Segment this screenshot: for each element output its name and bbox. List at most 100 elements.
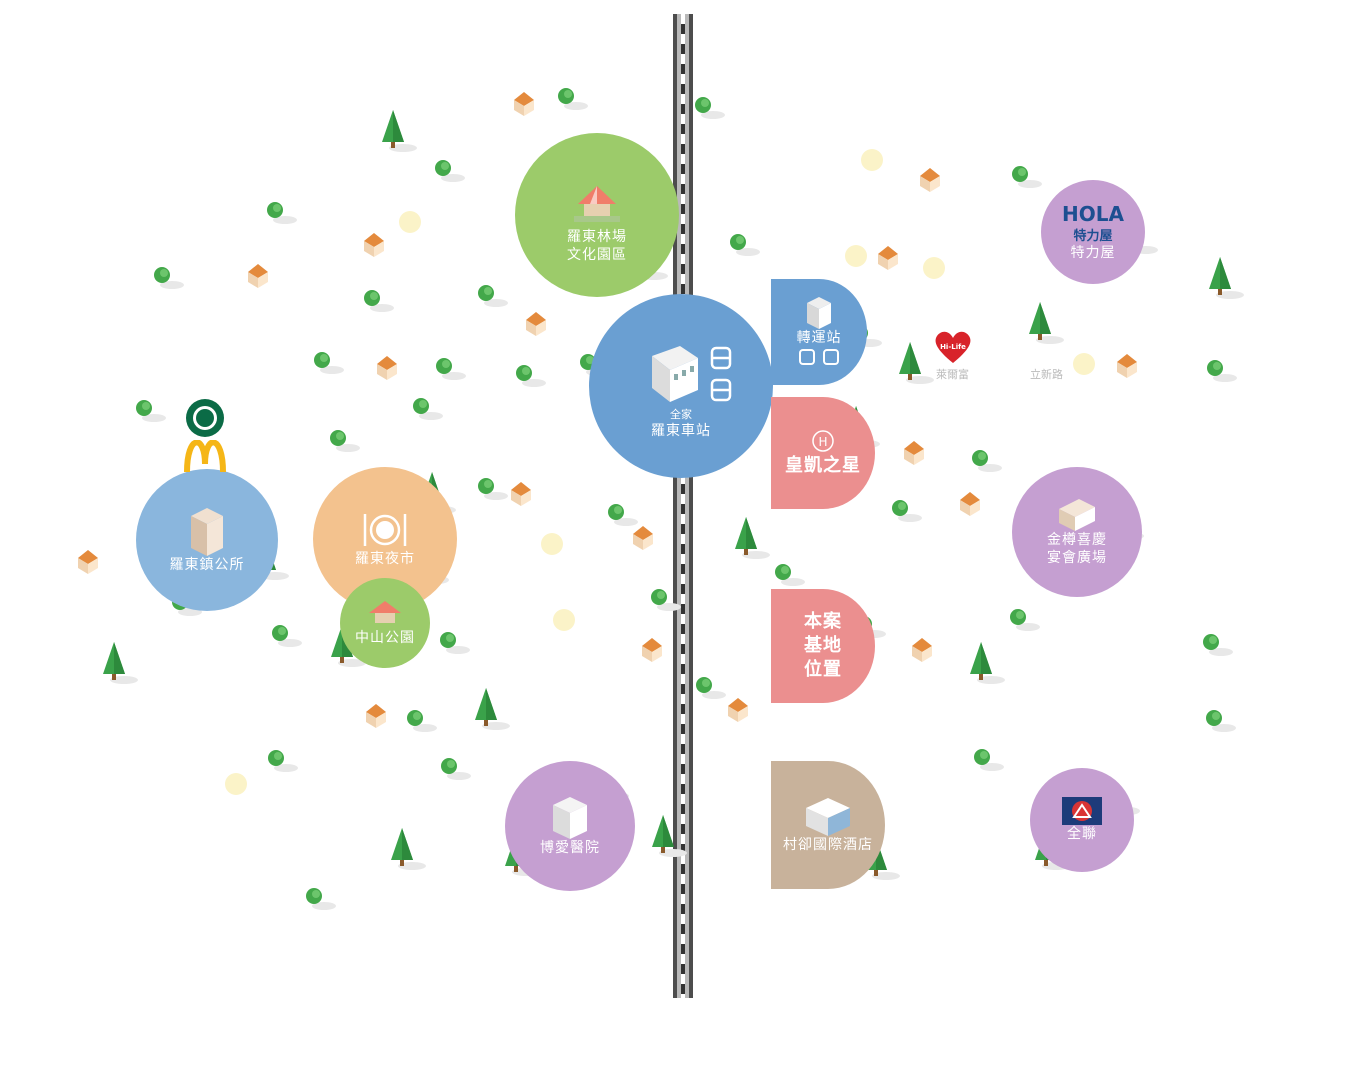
house-icon xyxy=(78,550,98,574)
round-tree-icon xyxy=(407,710,437,732)
svg-text:H: H xyxy=(818,435,827,449)
round-tree-icon xyxy=(974,749,1004,771)
house-icon xyxy=(366,704,386,728)
railway-track xyxy=(673,14,693,998)
dining-icon xyxy=(363,514,407,546)
house-icon xyxy=(728,698,748,722)
pxmart-label: 全聯 xyxy=(1067,826,1097,842)
house-icon xyxy=(912,638,932,662)
hotel-building-icon xyxy=(806,798,850,836)
food-icon xyxy=(1073,353,1095,375)
hilife-label: Hi-Life xyxy=(940,343,966,351)
round-tree-icon xyxy=(435,160,465,182)
night-market-label: 羅東夜市 xyxy=(355,551,415,567)
house-icon xyxy=(878,246,898,270)
hola-label: 特力屋 xyxy=(1070,244,1116,261)
food-icon xyxy=(553,609,575,631)
starbucks-logo-icon xyxy=(186,399,224,437)
pavilion-icon xyxy=(574,186,620,222)
round-tree-icon xyxy=(440,632,470,654)
round-tree-icon xyxy=(267,202,297,224)
hospital-label: 博愛醫院 xyxy=(540,840,600,856)
round-tree-icon xyxy=(1203,634,1233,656)
pine-tree-icon xyxy=(391,828,426,870)
house-icon xyxy=(960,492,980,516)
food-icon xyxy=(399,211,421,233)
round-tree-icon xyxy=(136,400,166,422)
house-icon xyxy=(377,356,397,380)
country-hotel-label: 村卻國際酒店 xyxy=(783,837,873,853)
pine-tree-icon xyxy=(1029,302,1064,344)
poi-bus-station[interactable]: 轉運站 xyxy=(771,279,867,385)
station-label: 羅東車站 xyxy=(651,423,711,439)
round-tree-icon xyxy=(972,450,1002,472)
round-tree-icon xyxy=(558,88,588,110)
building-icon xyxy=(807,297,831,329)
food-icon xyxy=(923,257,945,279)
round-tree-icon xyxy=(268,750,298,772)
round-tree-icon xyxy=(478,478,508,500)
banquet-building-icon xyxy=(1059,499,1095,531)
food-icon xyxy=(845,245,867,267)
project-site-label: 本案 基地 位置 xyxy=(804,611,842,680)
poi-country-hotel[interactable]: 村卻國際酒店 xyxy=(771,761,885,889)
round-tree-icon xyxy=(775,564,805,586)
house-icon xyxy=(364,233,384,257)
faint-label-2: 立新路 xyxy=(1030,368,1063,381)
food-icon xyxy=(225,773,247,795)
pine-tree-icon xyxy=(652,815,687,857)
pxmart-logo-icon xyxy=(1062,797,1102,825)
round-tree-icon xyxy=(1207,360,1237,382)
poi-pxmart[interactable]: 全聯 xyxy=(1030,768,1134,872)
town-office-label: 羅東鎮公所 xyxy=(169,557,245,573)
food-icon xyxy=(861,149,883,171)
round-tree-icon xyxy=(516,365,546,387)
poi-forest-park[interactable]: 羅東林場 文化園區 xyxy=(515,133,679,297)
round-tree-icon xyxy=(154,267,184,289)
round-tree-icon xyxy=(413,398,443,420)
pine-tree-icon xyxy=(382,110,417,152)
round-tree-icon xyxy=(651,589,681,611)
pine-tree-icon xyxy=(103,642,138,684)
round-tree-icon xyxy=(306,888,336,910)
round-tree-icon xyxy=(436,358,466,380)
pine-tree-icon xyxy=(1209,257,1244,299)
round-tree-icon xyxy=(272,625,302,647)
banquet-label: 金樽喜慶 宴會廣場 xyxy=(1047,532,1107,566)
round-tree-icon xyxy=(730,234,760,256)
house-icon xyxy=(633,526,653,550)
office-building-icon xyxy=(191,508,223,556)
poi-project-site[interactable]: 本案 基地 位置 xyxy=(771,589,875,703)
poi-zhongshan-park[interactable]: 中山公園 xyxy=(340,578,430,668)
pine-tree-icon xyxy=(475,688,510,730)
poi-town-office[interactable]: 羅東鎮公所 xyxy=(136,469,278,611)
hilife-heart-icon: Hi-Life xyxy=(935,331,971,363)
pine-tree-icon xyxy=(970,642,1005,684)
hotel-star-label: 皇凱之星 xyxy=(785,455,861,476)
hola-logo: HOLA xyxy=(1062,201,1124,226)
round-tree-icon xyxy=(1012,166,1042,188)
poi-luodong-station[interactable]: 全家 羅東車站 xyxy=(589,294,773,478)
round-tree-icon xyxy=(441,758,471,780)
round-tree-icon xyxy=(1010,609,1040,631)
round-tree-icon xyxy=(330,430,360,452)
round-tree-icon xyxy=(1206,710,1236,732)
poi-hospital[interactable]: 博愛醫院 xyxy=(505,761,635,891)
house-icon xyxy=(920,168,940,192)
house-icon xyxy=(526,312,546,336)
round-tree-icon xyxy=(478,285,508,307)
poi-banquet-hall[interactable]: 金樽喜慶 宴會廣場 xyxy=(1012,467,1142,597)
round-tree-icon xyxy=(608,504,638,526)
hotel-logo-icon: H xyxy=(812,430,834,452)
hola-logo-sub: 特力屋 xyxy=(1073,228,1113,244)
round-tree-icon xyxy=(696,677,726,699)
pine-tree-icon xyxy=(735,517,770,559)
poi-hola[interactable]: HOLA 特力屋 特力屋 xyxy=(1041,180,1145,284)
house-icon xyxy=(511,482,531,506)
food-icon xyxy=(541,533,563,555)
faint-label-1: 萊爾富 xyxy=(936,368,969,381)
poi-hotel-star[interactable]: H 皇凱之星 xyxy=(771,397,875,509)
round-tree-icon xyxy=(892,500,922,522)
bus-station-label: 轉運站 xyxy=(796,330,842,346)
